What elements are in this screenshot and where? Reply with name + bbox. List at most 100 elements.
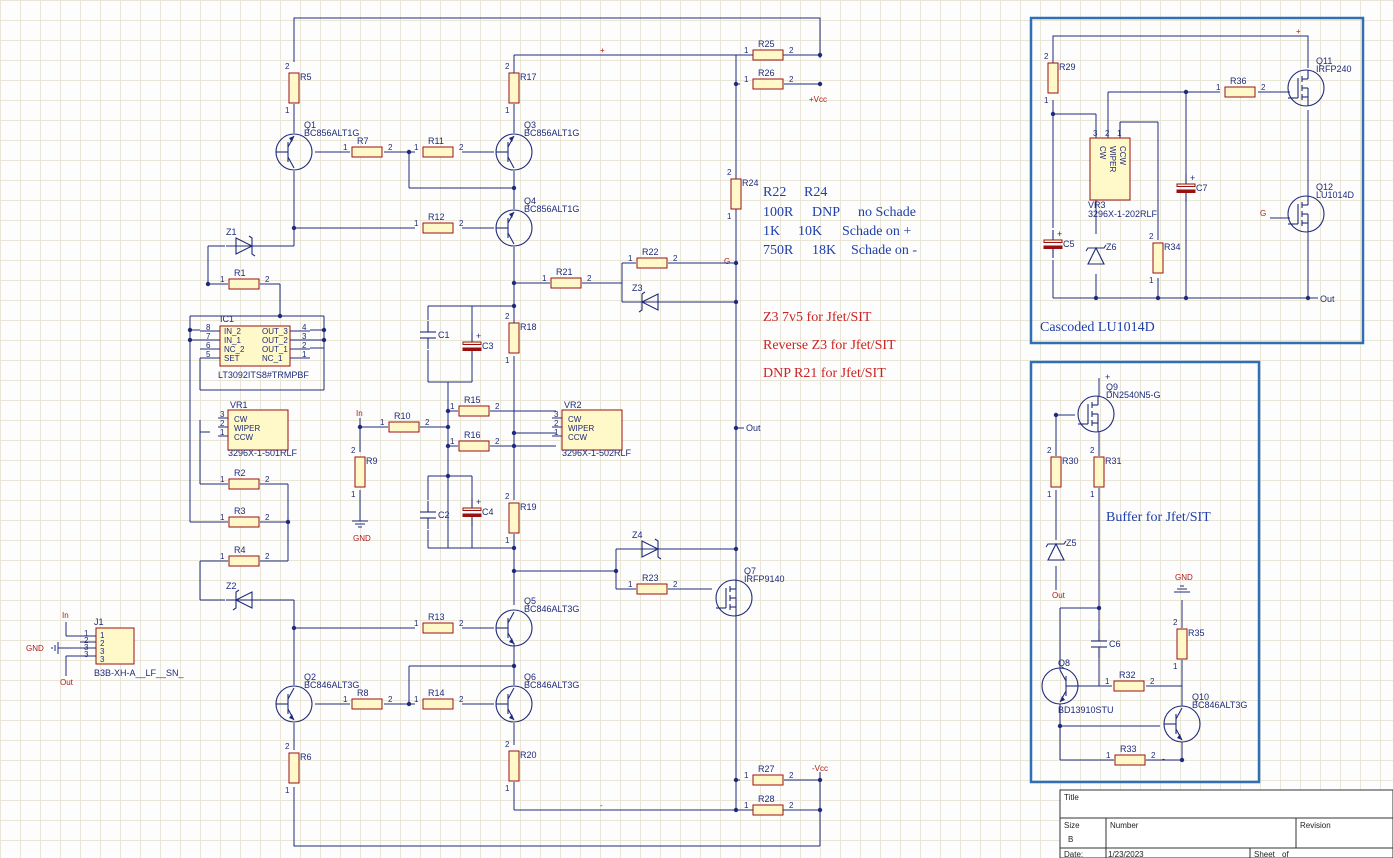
wire-junction bbox=[285, 519, 291, 525]
j1-pin-label: 3 bbox=[100, 647, 105, 656]
j1-ref: J1 bbox=[94, 617, 104, 627]
pin-number: 1 bbox=[505, 536, 510, 545]
pin-number: 1 bbox=[302, 350, 307, 359]
resistor-label-r17: R17 bbox=[520, 72, 537, 82]
pin-number: 1 bbox=[450, 402, 455, 411]
pin-number: 6 bbox=[206, 341, 211, 350]
wire-junction bbox=[511, 568, 517, 574]
resistor-label-r28: R28 bbox=[758, 794, 775, 804]
wire-junction bbox=[445, 408, 451, 414]
wire-junction bbox=[445, 443, 451, 449]
wire-junction bbox=[357, 424, 363, 430]
pin-number: 2 bbox=[265, 475, 270, 484]
pot-cw: CW bbox=[568, 415, 582, 424]
capacitor-label-c6: C6 bbox=[1109, 639, 1121, 649]
pot-ccw: CCW bbox=[1118, 146, 1127, 166]
pin-number: 2 bbox=[265, 275, 270, 284]
pot-ccw: CCW bbox=[234, 433, 254, 442]
ic1-lt3092: IC1LT3092ITS8#TRMPBFIN_28IN_17NC_26SET5O… bbox=[200, 314, 310, 380]
pin-number: 1 bbox=[343, 143, 348, 152]
pin-number: 2 bbox=[1047, 446, 1052, 455]
ic1-part: LT3092ITS8#TRMPBF bbox=[218, 370, 309, 380]
number-label: Number bbox=[1110, 821, 1139, 830]
ic1-pin-set: SET bbox=[224, 354, 240, 363]
resistor-label-r24: R24 bbox=[742, 178, 759, 188]
pin-number: 3 bbox=[1093, 129, 1098, 138]
wire-junction bbox=[817, 807, 823, 813]
note-table-row2-c: Schade on + bbox=[842, 224, 911, 239]
pin-number: 1 bbox=[542, 274, 547, 283]
pin-number: 1 bbox=[1090, 490, 1095, 499]
pin-number: 2 bbox=[789, 46, 794, 55]
zener-z5: Z5 bbox=[1045, 538, 1077, 561]
capacitor-c2: C2 bbox=[420, 501, 450, 529]
pin-number: 1 bbox=[220, 552, 225, 561]
capacitor-label-c7: C7 bbox=[1196, 183, 1208, 193]
capacitor-c3: +C3 bbox=[462, 331, 494, 360]
pin-number: 4 bbox=[302, 323, 307, 332]
wire-junction bbox=[321, 337, 327, 343]
capacitor-c7: +C7 bbox=[1176, 173, 1208, 202]
pin-number: 2 bbox=[285, 62, 290, 71]
ic1-ref: IC1 bbox=[220, 314, 234, 324]
pin-number: 1 bbox=[1117, 129, 1122, 138]
pin-number: 1 bbox=[1047, 490, 1052, 499]
pot-ccw: CCW bbox=[568, 433, 588, 442]
transistor-part-q3: BC856ALT1G bbox=[524, 128, 579, 138]
resistor-label-r1: R1 bbox=[234, 268, 246, 278]
pin-number: 2 bbox=[265, 552, 270, 561]
note-table-row1-a: 100R bbox=[763, 205, 794, 220]
title-block: Title Size B Number Revision Date: 1/23/… bbox=[1059, 789, 1393, 858]
transistor-ref-q12: Q12 bbox=[1316, 182, 1333, 192]
pin-number: 2 bbox=[1090, 446, 1095, 455]
transistor-part-q9: DN2540N5-G bbox=[1106, 390, 1161, 400]
pin-number: 1 bbox=[1149, 276, 1154, 285]
transistor-ref-q2: Q2 bbox=[304, 672, 316, 682]
transistor-ref-q3: Q3 bbox=[524, 120, 536, 130]
wire-junction bbox=[613, 568, 619, 574]
net-j1-in: In bbox=[62, 611, 69, 620]
wire-junction bbox=[511, 545, 517, 551]
resistor-label-r4: R4 bbox=[234, 545, 246, 555]
net-g: G bbox=[724, 257, 730, 266]
pin-number: 1 bbox=[744, 75, 749, 84]
transistor-part-q2: BC846ALT3G bbox=[304, 680, 359, 690]
net-labels: +Vcc -Vcc + - G Out In GND In GND Out + … bbox=[26, 27, 1335, 810]
wire-junction bbox=[1183, 295, 1189, 301]
pot-ref: VR3 bbox=[1088, 200, 1106, 210]
date-label: Date: bbox=[1064, 850, 1083, 858]
pin-number: 1 bbox=[220, 275, 225, 284]
transistor-ref-q10: Q10 bbox=[1192, 692, 1209, 702]
note-table-row2-a: 1K bbox=[763, 224, 780, 239]
cascode-wires bbox=[1052, 35, 1318, 299]
wire-junction bbox=[1183, 89, 1189, 95]
zener-label-z1: Z1 bbox=[226, 227, 237, 237]
wire-junction bbox=[321, 327, 327, 333]
ic1-pin-nc_2: NC_2 bbox=[224, 345, 245, 354]
resistor-label-r6: R6 bbox=[300, 752, 312, 762]
pot-part: 3296X-1-502RLF bbox=[562, 448, 632, 458]
resistor-label-r35: R35 bbox=[1188, 628, 1205, 638]
note-red-3: DNP R21 for Jfet/SIT bbox=[763, 366, 886, 381]
resistor-label-r16: R16 bbox=[464, 430, 481, 440]
wires bbox=[58, 17, 821, 847]
date-value: 1/23/2023 bbox=[1108, 850, 1144, 858]
note-table-row1-c: no Schade bbox=[858, 205, 916, 220]
transistor-ref-q8: Q8 bbox=[1058, 658, 1070, 668]
pin-number: 1 bbox=[628, 580, 633, 589]
pin-number: 2 bbox=[459, 619, 464, 628]
pin-number: 1 bbox=[1044, 96, 1049, 105]
revision-label: Revision bbox=[1300, 821, 1331, 830]
pin-number: 1 bbox=[343, 695, 348, 704]
